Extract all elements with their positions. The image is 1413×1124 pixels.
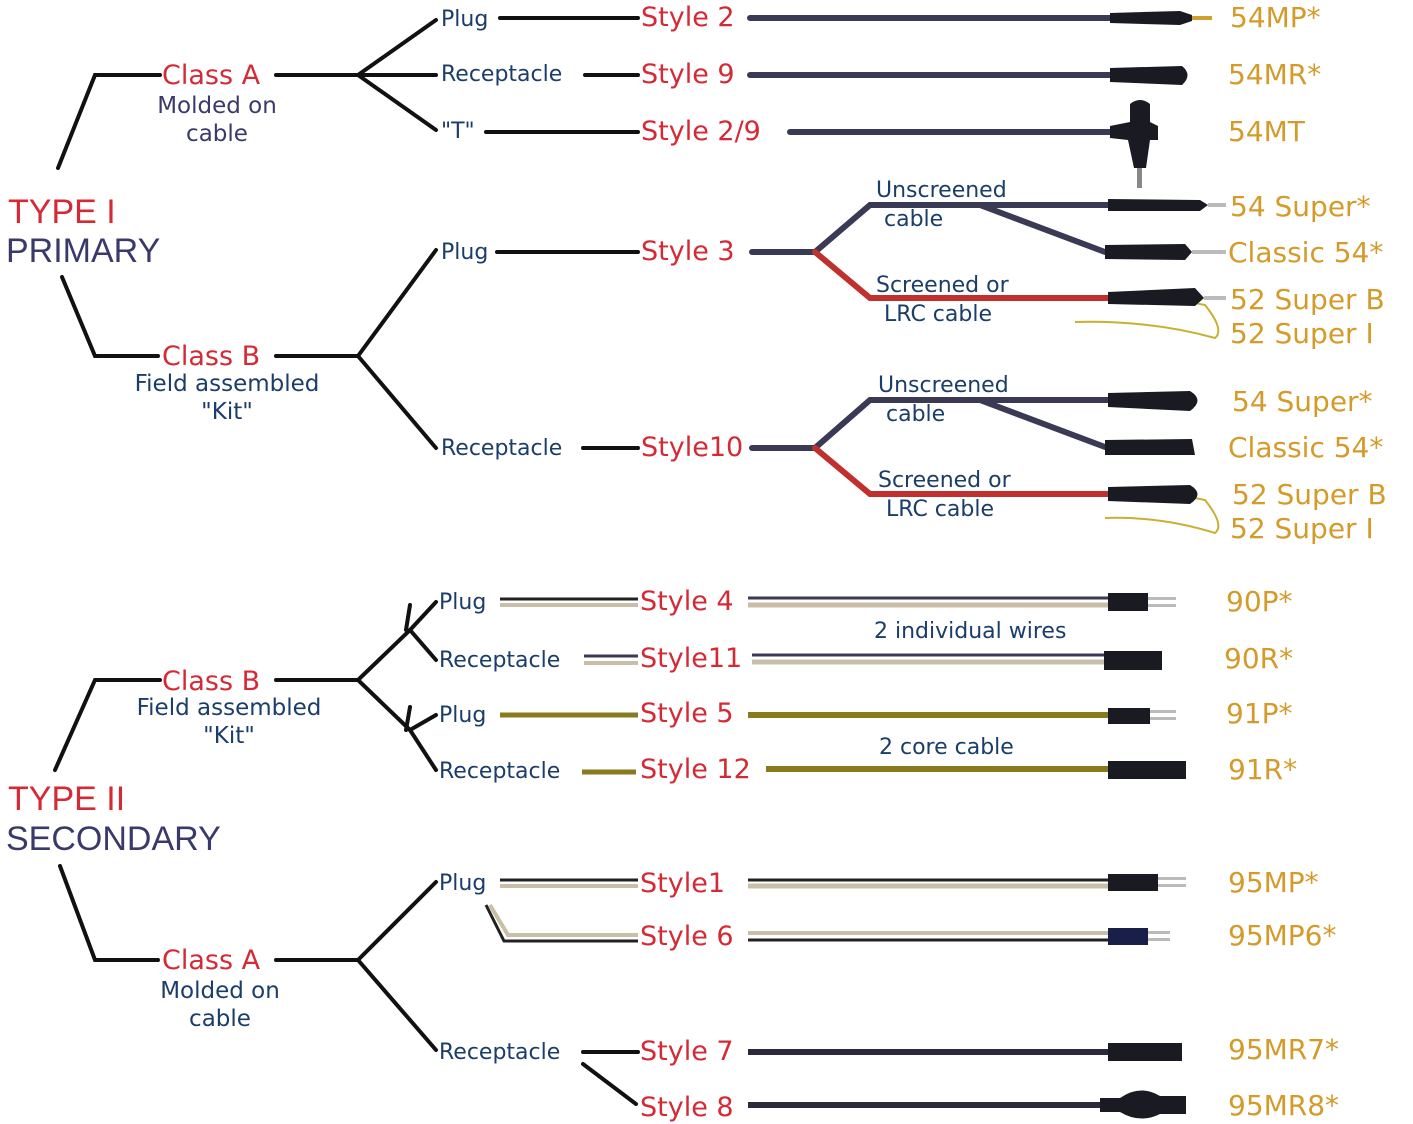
cable-line: Screened or <box>878 468 1011 493</box>
type2-bracket-top <box>53 678 162 772</box>
desc-line: Molded on <box>160 978 280 1004</box>
connector-label: Receptacle <box>441 436 563 461</box>
part-code: 95MP* <box>1228 866 1319 899</box>
style-label: Style 2/9 <box>641 116 761 147</box>
type1-title: TYPE I <box>8 193 116 231</box>
connector-label: Receptacle <box>439 648 561 673</box>
type2-bracket-bottom <box>58 864 160 962</box>
part-code: 54 Super* <box>1230 190 1371 223</box>
type1-bracket-bottom <box>60 275 160 358</box>
type1-class-b-desc: Field assembled "Kit" <box>118 370 336 426</box>
screened-label: Screened or LRC cable <box>876 271 1009 329</box>
unscreened-label: Unscreened cable <box>876 176 1007 234</box>
connector-label: Plug <box>439 703 487 728</box>
screened-label: Screened or LRC cable <box>878 466 1011 524</box>
cable-line: Unscreened <box>878 373 1009 398</box>
style-label: Style 3 <box>641 236 735 267</box>
unscreened-label: Unscreened cable <box>878 371 1009 429</box>
core-note: 2 core cable <box>879 735 1014 760</box>
desc-line: cable <box>189 1006 251 1032</box>
part-code: 90P* <box>1226 585 1293 618</box>
style-label: Style 6 <box>640 921 734 952</box>
style-label: Style 5 <box>640 698 734 729</box>
type1-bracket-top <box>56 73 162 170</box>
part-code: 52 Super B <box>1232 478 1387 511</box>
part-code: 52 Super B <box>1230 283 1385 316</box>
desc-line: "Kit" <box>203 723 255 749</box>
part-code: 52 Super I <box>1230 512 1374 545</box>
part-code: Classic 54* <box>1228 236 1384 269</box>
part-code: 95MR7* <box>1228 1033 1340 1066</box>
type2-class-b-label: Class B <box>162 666 261 697</box>
type2-class-a-label: Class A <box>162 945 261 976</box>
cable-style-10-unscreened <box>749 397 1113 451</box>
cable-line: cable <box>886 402 946 427</box>
style-label: Style 2 <box>641 2 735 33</box>
style-label: Style 4 <box>640 586 734 617</box>
part-code: 95MP6* <box>1228 919 1337 952</box>
desc-line: cable <box>186 121 248 147</box>
connector-label: Receptacle <box>439 759 561 784</box>
style-label: Style 12 <box>640 754 751 785</box>
desc-line: Field assembled <box>136 695 322 721</box>
receptacle-54mr <box>1110 66 1188 85</box>
style-label: Style1 <box>640 868 725 899</box>
connector-label: Plug <box>441 7 489 32</box>
wires-note: 2 individual wires <box>874 619 1067 644</box>
cable-line: LRC cable <box>884 302 992 327</box>
type2-class-a-desc: Molded on cable <box>143 977 297 1033</box>
cable-line: Unscreened <box>876 178 1007 203</box>
connector-label: "T" <box>441 119 475 144</box>
cable-line: cable <box>884 207 944 232</box>
part-code: 91P* <box>1226 697 1293 730</box>
type2-class-b-desc: Field assembled "Kit" <box>120 694 338 750</box>
type2-title: TYPE II <box>8 780 126 818</box>
part-code: 54 Super* <box>1232 385 1373 418</box>
connector-label: Receptacle <box>441 62 563 87</box>
style-label: Style 7 <box>640 1036 734 1067</box>
cable-style-3-unscreened <box>749 202 1113 255</box>
cable-line: LRC cable <box>886 497 994 522</box>
desc-line: "Kit" <box>201 399 253 425</box>
connector-label: Receptacle <box>439 1040 561 1065</box>
desc-line: Field assembled <box>134 371 320 397</box>
part-code: 54MR* <box>1228 58 1322 91</box>
style-label: Style11 <box>640 643 743 674</box>
tee-54mt <box>1110 100 1158 168</box>
part-code: 95MR8* <box>1228 1089 1340 1122</box>
type2-subtitle: SECONDARY <box>6 820 221 858</box>
type1-class-a-label: Class A <box>162 60 261 91</box>
connector-label: Plug <box>439 871 487 896</box>
style-label: Style 8 <box>640 1092 734 1123</box>
part-code: 91R* <box>1228 753 1298 786</box>
cable-line: Screened or <box>876 273 1009 298</box>
part-code: 54MP* <box>1230 1 1321 34</box>
part-code: Classic 54* <box>1228 431 1384 464</box>
connector-label: Plug <box>441 240 489 265</box>
type1-subtitle: PRIMARY <box>6 232 161 270</box>
type1-class-a-desc: Molded on cable <box>140 92 294 148</box>
desc-line: Molded on <box>157 93 277 119</box>
part-code: 90R* <box>1224 642 1294 675</box>
part-code: 52 Super I <box>1230 317 1374 350</box>
style-label: Style10 <box>641 432 744 463</box>
cable-style-10-screened <box>812 445 1113 497</box>
style-label: Style 9 <box>641 59 735 90</box>
connector-label: Plug <box>439 590 487 615</box>
part-code: 54MT <box>1228 115 1305 148</box>
cable-style-3-screened <box>812 249 1113 301</box>
plug-54mp <box>1110 11 1192 25</box>
type1-class-b-label: Class B <box>162 341 261 372</box>
